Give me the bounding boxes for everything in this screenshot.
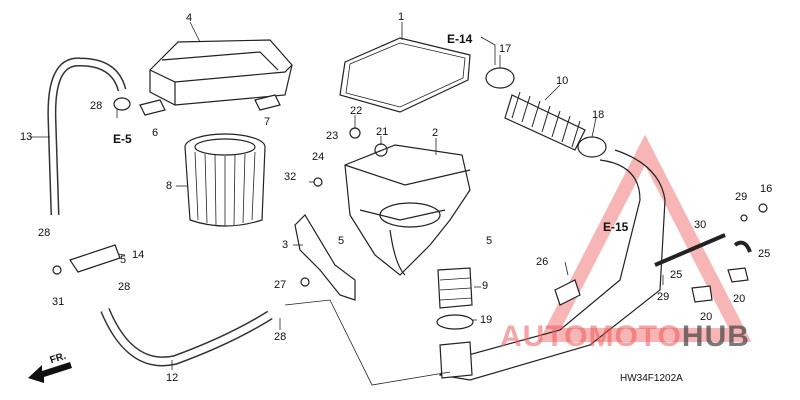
clip-6 — [139, 99, 166, 116]
gasket-1 — [339, 37, 471, 113]
diagram-code: HW34F1202A — [620, 373, 683, 384]
callout-12: 12 — [166, 372, 179, 384]
air-filter-element-8 — [184, 133, 266, 227]
callout-28a: 28 — [90, 100, 103, 112]
ref-e14: E-14 — [447, 32, 473, 46]
watermark-part1: AUTO — [500, 320, 589, 353]
callout-3: 3 — [282, 239, 289, 251]
callout-4: 4 — [186, 12, 193, 24]
callout-27: 27 — [274, 279, 287, 291]
rod-30 — [654, 233, 726, 267]
ref-e5: E-5 — [113, 132, 132, 146]
nut-22 — [349, 127, 361, 139]
duct-right — [438, 149, 666, 381]
band-18 — [577, 136, 607, 158]
callout-31: 31 — [52, 296, 65, 308]
callout-24: 24 — [312, 151, 325, 163]
callout-32: 32 — [284, 171, 297, 183]
front-arrow-icon — [28, 362, 72, 383]
callout-26: 26 — [536, 256, 549, 268]
callout-17: 17 — [499, 43, 512, 55]
leader-lines — [30, 21, 664, 370]
joint-9 — [437, 267, 473, 309]
callout-1: 1 — [398, 11, 405, 23]
callout-5b: 5 — [486, 235, 493, 247]
band-19 — [436, 314, 474, 330]
callout-18: 18 — [592, 109, 605, 121]
band-17 — [485, 67, 515, 89]
callout-19: 19 — [480, 314, 493, 326]
callout-5c: 5 — [120, 254, 127, 266]
callout-5a: 5 — [338, 235, 345, 247]
bolt-32 — [313, 177, 323, 187]
callout-2: 2 — [432, 127, 439, 139]
clamp-28-top — [113, 97, 131, 111]
watermark-triangle — [538, 134, 752, 342]
bolt-16 — [758, 203, 768, 213]
callout-28c: 28 — [118, 281, 131, 293]
callout-8: 8 — [166, 180, 173, 192]
stay-26 — [554, 279, 581, 306]
callout-20b: 20 — [700, 311, 713, 323]
callout-10: 10 — [556, 75, 569, 87]
holder-20a — [727, 267, 749, 283]
lower-joint — [439, 341, 473, 379]
callout-21: 21 — [376, 126, 389, 138]
clip-7 — [254, 94, 281, 111]
callout-28b: 28 — [38, 227, 51, 239]
callout-20a: 20 — [733, 293, 746, 305]
callout-25a: 25 — [758, 248, 771, 260]
bolt-31 — [52, 265, 62, 275]
bracket-3 — [294, 214, 356, 301]
callout-9: 9 — [482, 280, 489, 292]
holder-20b — [691, 285, 713, 303]
callout-23: 23 — [326, 130, 339, 142]
callout-16: 16 — [760, 183, 773, 195]
callout-25b: 25 — [670, 269, 683, 281]
hose-13 — [47, 57, 127, 216]
watermark-text: AUTOMOTOHUB — [500, 320, 750, 354]
callout-29a: 29 — [735, 191, 748, 203]
air-cleaner-cover-4 — [149, 39, 293, 106]
callout-13: 13 — [20, 131, 33, 143]
callout-30: 30 — [694, 219, 707, 231]
intake-tube-10 — [504, 91, 586, 151]
callout-6: 6 — [152, 127, 159, 139]
callout-22: 22 — [350, 105, 363, 117]
callout-7: 7 — [264, 116, 271, 128]
callout-29b: 29 — [657, 291, 670, 303]
callout-28d: 28 — [274, 331, 287, 343]
breather-14 — [69, 244, 121, 273]
watermark-part2: MOTO — [588, 320, 682, 353]
bolt-27 — [300, 277, 310, 287]
ref-e15: E-15 — [603, 220, 629, 234]
clamp-25 — [733, 240, 752, 253]
clip-29 — [740, 214, 748, 222]
air-cleaner-case-2 — [344, 144, 471, 276]
watermark-part3: HUB — [681, 320, 750, 353]
callout-14: 14 — [132, 249, 145, 261]
